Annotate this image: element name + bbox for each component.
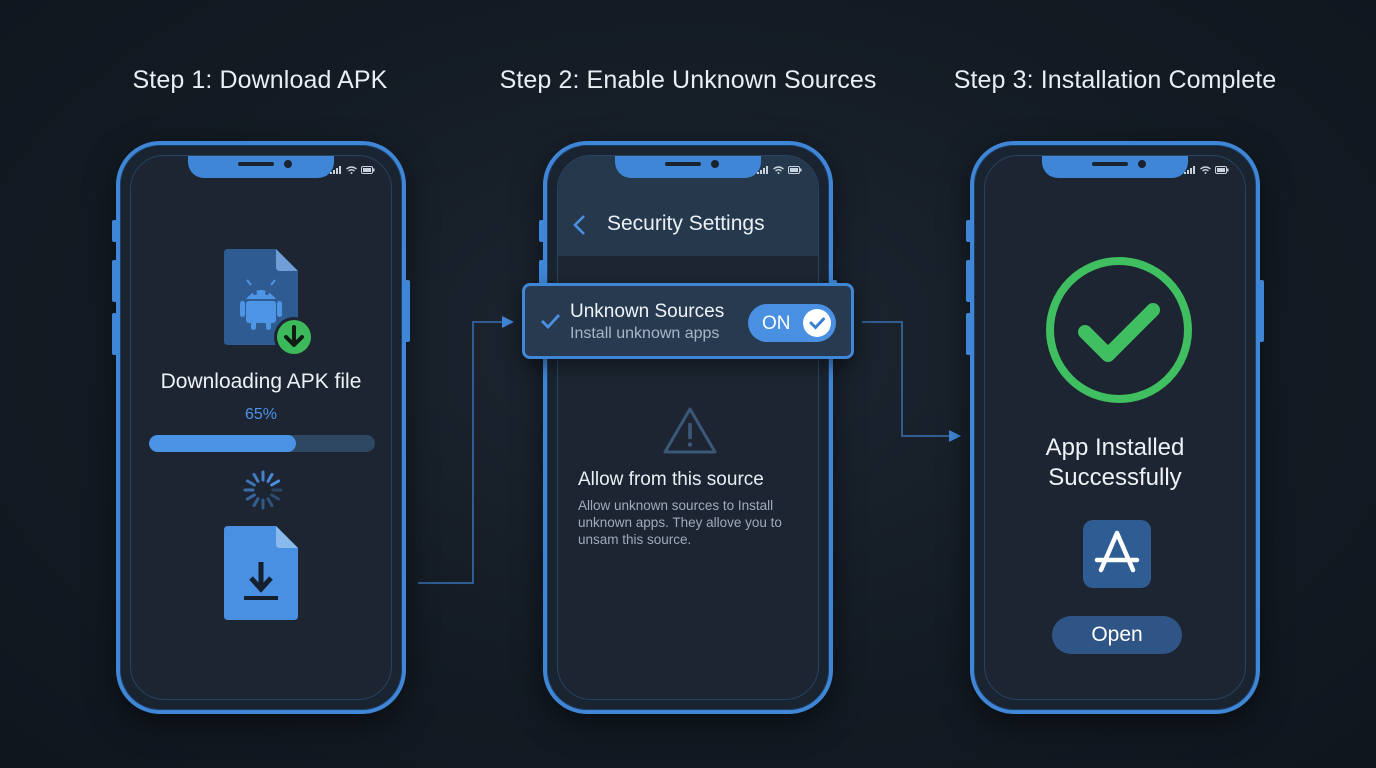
settings-title: Security Settings: [607, 212, 765, 235]
install-success-line-1: App Installed: [1045, 434, 1185, 461]
spinner-segment: [245, 479, 256, 487]
phone-side-button: [1259, 280, 1264, 342]
phone-side-button: [539, 220, 544, 242]
unknown-sources-toggle[interactable]: ON: [748, 304, 836, 342]
phone-side-button: [112, 260, 117, 302]
wifi-icon: [346, 166, 357, 174]
phone-side-button: [112, 313, 117, 355]
open-app-button[interactable]: Open: [1052, 616, 1182, 654]
phone-side-button: [966, 220, 971, 242]
phone-side-button: [966, 313, 971, 355]
connector-arrowhead-2: [949, 430, 961, 442]
download-progress-bar: [149, 435, 375, 452]
spinner-segment: [270, 479, 281, 487]
battery-icon: [1215, 166, 1229, 174]
app-store-icon[interactable]: [1083, 520, 1151, 588]
spinner-segment: [245, 493, 256, 501]
unknown-sources-title: Unknown Sources: [570, 301, 725, 322]
phone-side-button: [405, 280, 410, 342]
phone-screen: Downloading APK file 65%: [130, 155, 392, 700]
spinner-segment: [252, 472, 260, 483]
phone-notch: [615, 156, 761, 178]
loading-spinner-icon: [243, 470, 283, 510]
spinner-segment: [266, 497, 274, 508]
spinner-segment: [270, 493, 281, 501]
connector-step1-step2: [418, 321, 508, 584]
status-bar-icons: [330, 166, 375, 174]
install-success-line-2: Successfully: [1048, 464, 1182, 491]
unknown-sources-subtitle: Install unknown apps: [570, 325, 720, 342]
phone-screen: App Installed Successfully Open: [984, 155, 1246, 700]
phone-step-2: Security Settings Allow from this source…: [539, 141, 837, 714]
step-3-title: Step 3: Installation Complete: [953, 66, 1277, 94]
spinner-segment: [266, 472, 274, 483]
battery-icon: [361, 166, 375, 174]
phone-side-button: [966, 260, 971, 302]
signal-icon: [757, 166, 768, 174]
wifi-icon: [1200, 166, 1211, 174]
unknown-sources-card[interactable]: Unknown Sources Install unknown apps ON: [522, 283, 854, 359]
phone-step-3: App Installed Successfully Open: [966, 141, 1264, 714]
phone-side-button: [539, 260, 544, 302]
wifi-icon: [773, 166, 784, 174]
phone-side-button: [112, 220, 117, 242]
signal-icon: [1184, 166, 1195, 174]
step-1-title: Step 1: Download APK: [132, 66, 388, 94]
install-success-message: App Installed Successfully: [985, 433, 1245, 493]
status-bar-icons: [1184, 166, 1229, 174]
connector-step2-step3: [862, 321, 950, 437]
phone-screen: Security Settings Allow from this source…: [557, 155, 819, 700]
toggle-knob: [803, 309, 831, 337]
app-store-glyph: [1094, 530, 1140, 573]
download-status-label: Downloading APK file: [160, 370, 362, 393]
phone-step-1: Downloading APK file 65%: [112, 141, 410, 714]
toggle-check-icon: [809, 317, 825, 330]
allow-source-description: Allow unknown sources to Install unknown…: [578, 498, 782, 547]
battery-icon: [788, 166, 802, 174]
step-2-title: Step 2: Enable Unknown Sources: [499, 66, 877, 94]
allow-source-title: Allow from this source: [578, 469, 764, 490]
download-file-icon: [224, 526, 298, 620]
download-badge-icon: [274, 317, 314, 357]
download-progress-text: 65%: [244, 406, 278, 423]
back-chevron-icon[interactable]: [572, 214, 588, 236]
download-progress-fill: [149, 435, 296, 452]
phone-notch: [1042, 156, 1188, 178]
android-file-icon: [224, 249, 314, 357]
spinner-segment: [252, 497, 260, 508]
phone-notch: [188, 156, 334, 178]
status-bar-icons: [757, 166, 802, 174]
toggle-label: ON: [762, 313, 791, 334]
warning-icon: [663, 407, 717, 454]
signal-icon: [330, 166, 341, 174]
connector-arrowhead-1: [502, 316, 514, 328]
success-check-icon: [1046, 257, 1192, 403]
checkmark-icon: [541, 314, 561, 330]
